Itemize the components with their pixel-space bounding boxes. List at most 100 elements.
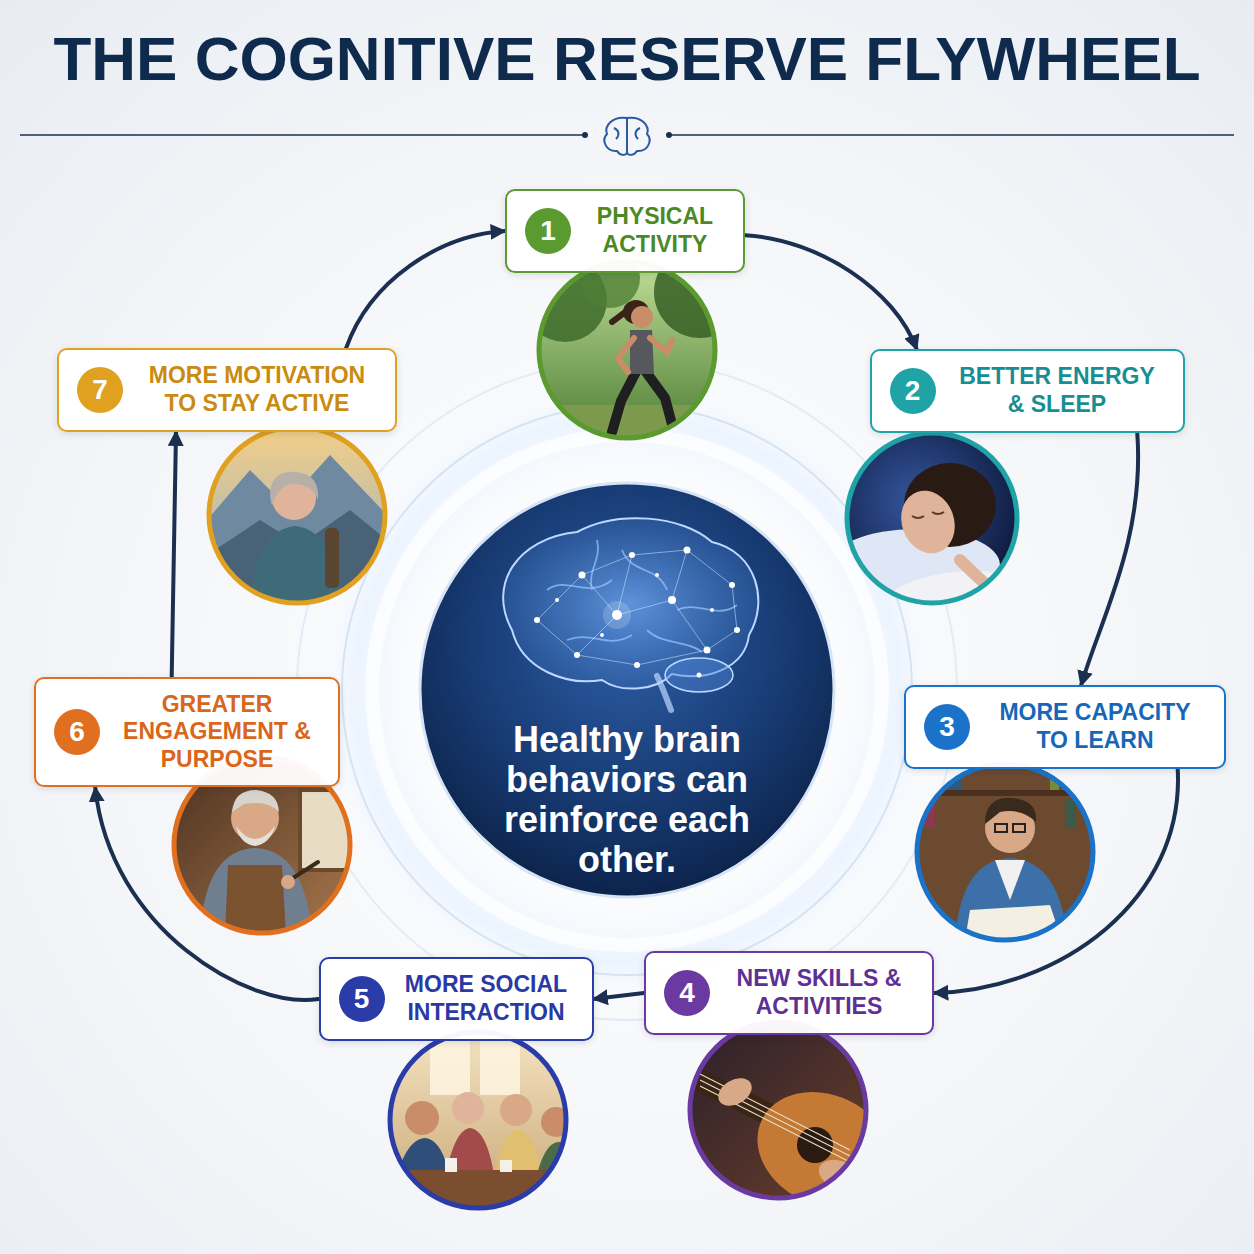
step-number: 1 — [540, 217, 556, 245]
center-circle-art-part-part — [637, 650, 707, 665]
runner-photo-part-part — [631, 306, 653, 328]
study-photo-part-part — [995, 824, 1007, 832]
number-badge: 4 — [664, 970, 710, 1016]
painter-photo-part-part — [232, 790, 279, 812]
guitar-photo-part — [688, 1020, 912, 1229]
flow-arrow — [95, 787, 318, 1000]
study-photo-part-part — [1065, 800, 1076, 828]
center-circle-art-part-part — [555, 598, 559, 602]
runner-photo-part-part — [612, 372, 636, 432]
title-rule-part — [20, 134, 585, 136]
number-badge: 2 — [890, 368, 936, 414]
sleep-photo-part-part — [912, 512, 944, 518]
center-circle-art-part — [537, 550, 737, 665]
step-label: MORE SOCIAL INTERACTION — [399, 971, 574, 1026]
center-circle-art-part-part — [668, 596, 676, 604]
study-photo-part-part — [1077, 770, 1086, 790]
step-box: MORE MOTIVATION TO STAY ACTIVE 7 — [57, 348, 397, 431]
center-circle-art-part-part — [600, 633, 604, 637]
title-rule — [20, 118, 1234, 155]
social-photo-part — [388, 1030, 575, 1210]
step-box: PHYSICAL ACTIVITY 1 — [505, 189, 745, 272]
sleep-photo-part-part — [893, 483, 964, 561]
step-label: PHYSICAL ACTIVITY — [585, 203, 725, 258]
sleep-photo-part-part — [880, 571, 1020, 610]
step-number: 7 — [92, 376, 108, 404]
number-badge: 1 — [525, 208, 571, 254]
hiker-photo-part-part — [270, 472, 318, 506]
painter-photo-part-part — [225, 865, 286, 935]
center-circle-art-part — [603, 601, 631, 629]
painter-photo-part-part — [300, 790, 350, 870]
study-photo-part — [915, 762, 1095, 942]
study-photo-part-part — [995, 860, 1025, 900]
diagram-title: THE COGNITIVE RESERVE FLYWHEEL — [0, 22, 1254, 96]
center-circle-art-part-part — [734, 627, 740, 633]
painter-photo-part-part — [290, 862, 318, 880]
flow-arrow — [745, 235, 917, 349]
social-photo-part-part — [388, 1170, 568, 1210]
hiker-photo-part — [209, 427, 385, 603]
step-label: MORE MOTIVATION TO STAY ACTIVE — [137, 362, 377, 417]
center-circle-art-part-part — [704, 647, 711, 654]
center-circle-art-part-part — [632, 550, 687, 555]
glow-rings-part — [297, 360, 957, 1020]
sleep-photo — [830, 431, 1020, 610]
flow-arrow — [594, 993, 645, 999]
title-rule-part — [604, 118, 649, 155]
number-badge: 7 — [77, 367, 123, 413]
title-rule-part — [669, 134, 1234, 136]
center-circle-art-part-part — [697, 673, 702, 678]
runner-photo-part-part — [612, 310, 628, 322]
social-photo-part-part — [500, 1160, 512, 1172]
study-photo-part-part — [1013, 824, 1025, 832]
social-photo-part-part — [452, 1092, 484, 1124]
title-rule-part — [666, 132, 672, 138]
center-circle-art-part-part — [684, 547, 691, 554]
glow-rings-part — [307, 370, 947, 1010]
guitar-photo-part-part — [713, 1073, 756, 1112]
center-circle-art-part-part — [729, 582, 735, 588]
sleep-photo-part — [830, 431, 1020, 610]
flow-arrow — [1081, 433, 1138, 686]
runner-photo-part — [523, 246, 746, 445]
center-circle-art-part-part — [672, 600, 707, 650]
step-label: MORE CAPACITY TO LEARN — [984, 699, 1206, 754]
center-circle-art-part — [657, 676, 671, 710]
social-photo — [388, 1030, 575, 1210]
hiker-photo-part — [207, 425, 387, 605]
center-circle-art-part-part — [579, 572, 586, 579]
hiker-photo-part-part — [207, 455, 387, 605]
step-label: BETTER ENERGY & SLEEP — [950, 363, 1165, 418]
center-circle-art-part-part — [629, 552, 635, 558]
study-photo-part-part — [915, 762, 1095, 942]
painter-photo-part-part — [281, 875, 295, 889]
center-circle: Healthy brain behaviors can reinforce ea… — [417, 480, 837, 900]
study-photo-part-part — [985, 798, 1036, 824]
flow-arrow — [346, 231, 505, 348]
hiker-photo — [207, 425, 387, 605]
step-number: 5 — [354, 985, 370, 1013]
social-photo-part-part — [500, 1094, 532, 1126]
step-number: 4 — [679, 979, 695, 1007]
center-circle-art-part-part — [707, 630, 737, 650]
step-box: MORE SOCIAL INTERACTION 5 — [319, 957, 594, 1040]
center-circle-art-part-part — [672, 550, 687, 600]
center-circle-art-part-part — [634, 662, 640, 668]
number-badge: 6 — [54, 709, 100, 755]
number-badge: 3 — [924, 704, 970, 750]
center-circle-art-part-part — [710, 608, 714, 612]
hiker-photo-part-part — [207, 425, 387, 605]
step-box: BETTER ENERGY & SLEEP 2 — [870, 349, 1185, 432]
flow-arrow — [172, 432, 176, 677]
social-photo-part-part — [445, 1158, 457, 1172]
step-number: 2 — [905, 377, 921, 405]
center-circle-art-part-part — [582, 555, 632, 575]
center-circle-art-part-part — [577, 655, 637, 665]
social-photo-part — [390, 1032, 566, 1208]
runner-photo-part — [539, 262, 715, 438]
flow-arrow — [934, 769, 1178, 993]
study-photo-part-part — [925, 766, 935, 790]
step-label: GREATER ENGAGEMENT & PURPOSE — [114, 691, 320, 774]
